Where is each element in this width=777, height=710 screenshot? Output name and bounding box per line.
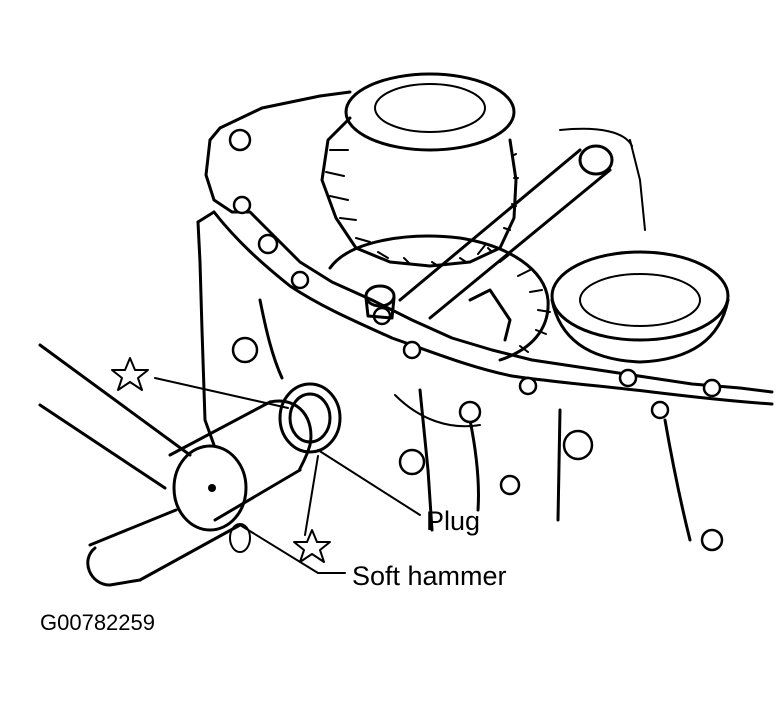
transmission-case [196,90,774,542]
bolt-holes [228,128,724,552]
lower-gear [328,234,551,362]
star-marker-1 [111,357,149,391]
plug-label: Plug [426,506,480,536]
soft-hammer-label: Soft hammer [352,561,507,591]
shift-rod [398,144,614,320]
soft-hammer [86,399,313,587]
figure-code: G00782259 [40,610,155,635]
star-marker-2 [293,529,331,563]
bearing-cup [550,250,730,364]
pin [364,284,396,320]
upper-gear [320,72,519,268]
leader-lines [154,377,421,574]
extension-rod [38,343,192,490]
